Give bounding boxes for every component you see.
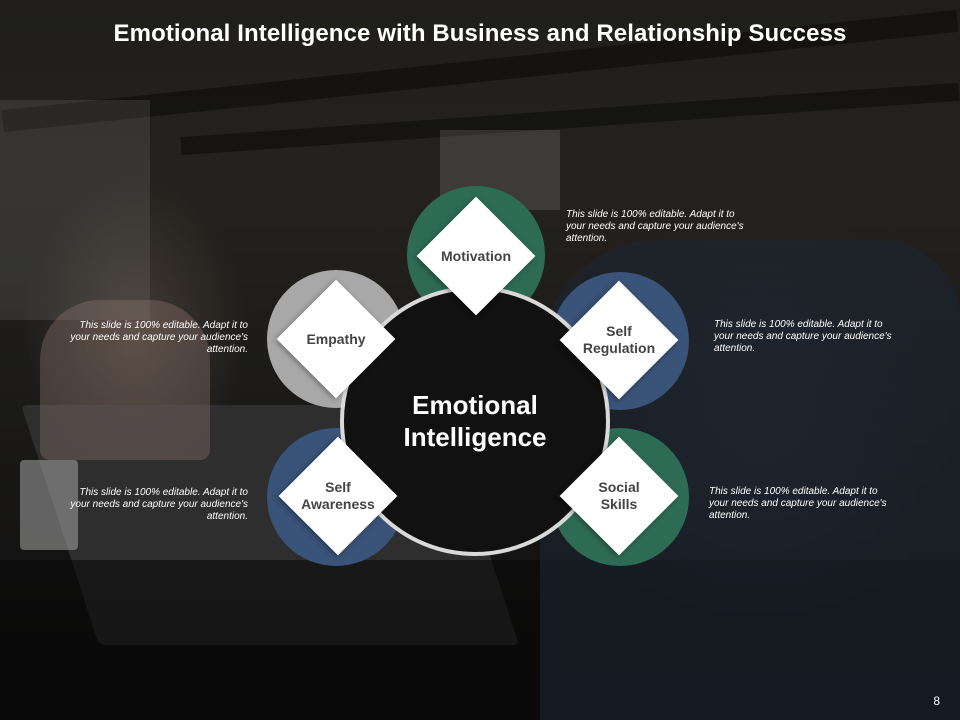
social-skills-note: This slide is 100% editable. Adapt it to… — [709, 486, 887, 521]
whiteboard — [0, 100, 150, 320]
self-awareness-diamond: Self Awareness — [278, 436, 398, 556]
mug — [20, 460, 78, 550]
self-regulation-note: This slide is 100% editable. Adapt it to… — [714, 319, 892, 354]
empathy-note: This slide is 100% editable. Adapt it to… — [70, 320, 248, 355]
empathy-label: Empathy — [306, 330, 366, 347]
person-figure — [40, 300, 210, 460]
center-label: Emotional Intelligence — [403, 390, 547, 452]
motivation-diamond: Motivation — [416, 196, 536, 316]
social-skills-diamond: Social Skills — [559, 436, 679, 556]
motivation-note: This slide is 100% editable. Adapt it to… — [566, 209, 744, 244]
slide-title: Emotional Intelligence with Business and… — [113, 20, 847, 47]
self-regulation-label: Self Regulation — [582, 323, 656, 356]
self-regulation-diamond: Self Regulation — [559, 280, 679, 400]
motivation-label: Motivation — [441, 247, 511, 264]
empathy-diamond: Empathy — [276, 279, 396, 399]
social-skills-label: Social Skills — [598, 479, 640, 512]
self-awareness-note: This slide is 100% editable. Adapt it to… — [70, 487, 248, 522]
page-number: 8 — [933, 694, 940, 708]
self-awareness-label: Self Awareness — [301, 479, 375, 512]
